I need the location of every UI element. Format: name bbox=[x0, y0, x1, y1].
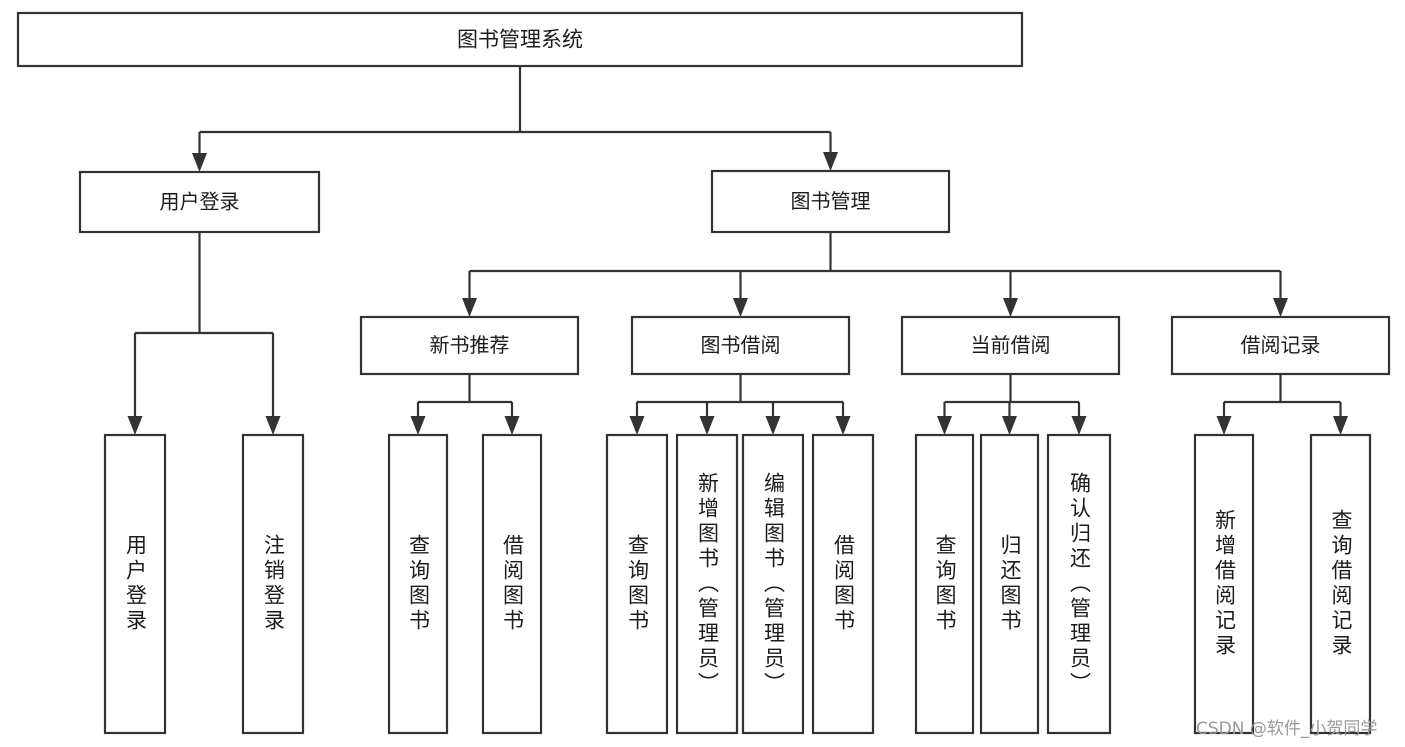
node-label-book-borrow: 图书借阅 bbox=[701, 333, 781, 357]
node-label-current-borrow: 当前借阅 bbox=[971, 333, 1051, 357]
node-box-leaf-borrow-book-1 bbox=[481, 433, 543, 735]
node-box-borrow-record bbox=[1170, 315, 1391, 376]
node-label-book-manage: 图书管理 bbox=[791, 189, 871, 213]
node-box-root bbox=[16, 11, 1024, 68]
node-box-leaf-user-login bbox=[103, 433, 167, 735]
node-box-leaf-borrow-book-2 bbox=[811, 433, 875, 735]
node-box-leaf-confirm-return bbox=[1046, 433, 1112, 735]
node-label-root: 图书管理系统 bbox=[457, 28, 583, 52]
node-box-leaf-query-record bbox=[1309, 433, 1372, 735]
node-box-leaf-edit-book bbox=[741, 433, 805, 735]
connector-layer bbox=[127, 66, 1348, 435]
node-label-borrow-record: 借阅记录 bbox=[1241, 333, 1321, 357]
node-box-leaf-add-book bbox=[675, 433, 739, 735]
node-box-leaf-return-book bbox=[979, 433, 1040, 735]
node-box-new-book-rec bbox=[359, 315, 580, 376]
node-box-leaf-query-book-1 bbox=[387, 433, 449, 735]
node-box-book-manage bbox=[710, 169, 951, 234]
node-box-current-borrow bbox=[900, 315, 1121, 376]
node-box-user-login bbox=[78, 170, 321, 234]
node-box-leaf-logout bbox=[241, 433, 305, 735]
node-box-book-borrow bbox=[630, 315, 851, 376]
node-label-user-login: 用户登录 bbox=[160, 190, 240, 214]
node-label-new-book-rec: 新书推荐 bbox=[430, 333, 510, 357]
node-box-leaf-add-record bbox=[1193, 433, 1255, 735]
node-box-leaf-query-book-2 bbox=[605, 433, 669, 735]
watermark-text: CSDN @软件_小贺同学 bbox=[1196, 719, 1378, 739]
node-box-leaf-query-book-3 bbox=[914, 433, 975, 735]
node-box-layer bbox=[16, 11, 1391, 735]
